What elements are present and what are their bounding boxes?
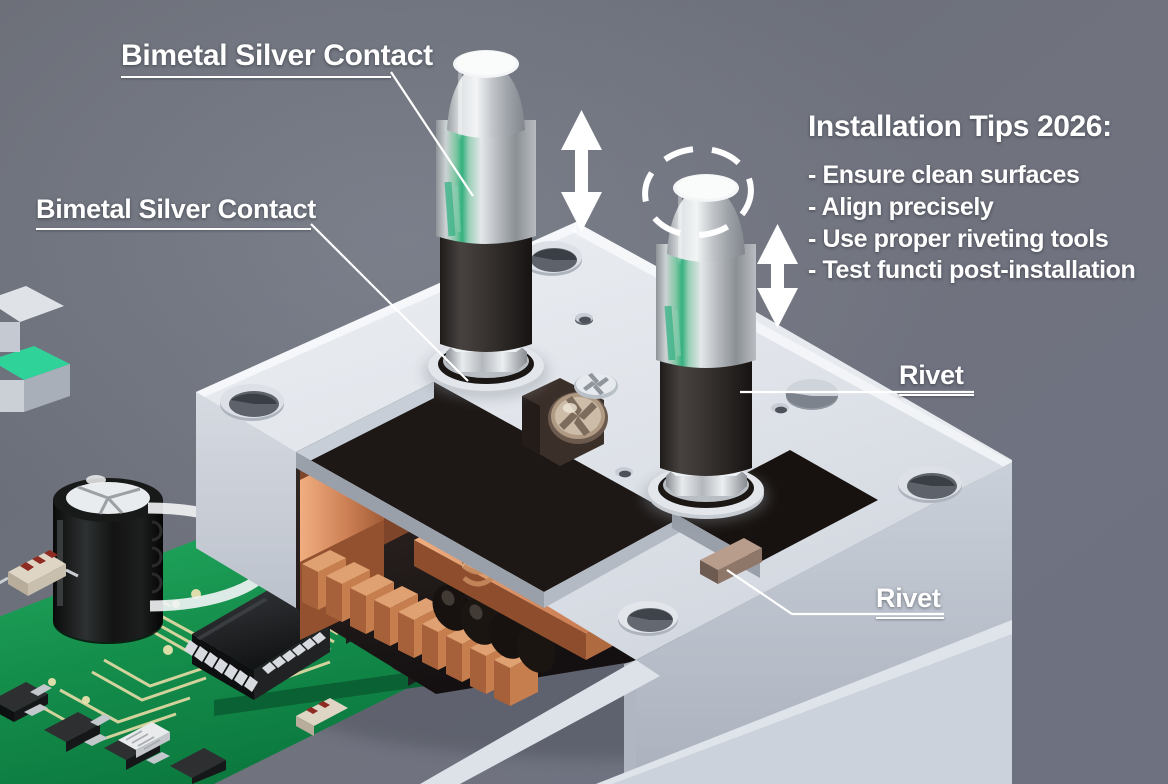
ic-pins: [184, 632, 326, 692]
bimetal-contact-right: [644, 174, 768, 522]
label-underline: [36, 228, 311, 230]
label-bimetal-silver-contact-top: Bimetal Silver Contact: [121, 41, 433, 78]
tip-item: - Ensure clean surfaces: [808, 161, 1080, 189]
label-text: Bimetal Silver Contact: [36, 194, 316, 224]
label-text: Bimetal Silver Contact: [121, 39, 433, 72]
phillips-screw: [522, 373, 618, 466]
resistor-right: [296, 698, 348, 736]
label-bimetal-silver-contact-lower: Bimetal Silver Contact: [36, 196, 316, 230]
dashed-circle-annotation: [642, 145, 754, 239]
installation-tips-panel: Installation Tips 2026: - Ensure clean s…: [808, 110, 1158, 287]
tip-item: - Align precisely: [808, 192, 994, 221]
pcb-offcut-left: [0, 286, 70, 412]
rivet-tab-upper: [785, 379, 838, 410]
capacitor: [53, 475, 277, 644]
resistor-left: [0, 550, 79, 596]
installation-tips-title: Installation Tips 2026:: [808, 110, 1112, 143]
ic-chip: [184, 590, 330, 700]
bimetal-contact-left: [424, 50, 548, 398]
leader-line-contact-lower: [310, 223, 469, 382]
label-underline: [121, 76, 391, 78]
label-underline: [899, 394, 974, 396]
leader-line-rivet-lower: [726, 569, 944, 616]
label-text: Rivet: [899, 360, 964, 390]
motion-arrow-left: [561, 110, 602, 232]
label-rivet-upper: Rivet: [899, 362, 974, 396]
pcb-assembly: [0, 475, 440, 784]
aluminum-housing: [196, 222, 1012, 784]
tip-item: - Test functi post-installation: [808, 256, 1136, 285]
contact-beads: [432, 585, 556, 673]
installation-tips-list: - Ensure clean surfaces - Align precisel…: [808, 160, 1158, 287]
mounting-holes: [220, 241, 962, 636]
leader-line-contact-top: [390, 71, 474, 197]
annotation-overlay: [310, 71, 974, 616]
tip-item: - Use proper riveting tools: [808, 224, 1109, 253]
label-rivet-lower: Rivet: [876, 585, 944, 619]
label-text: Rivet: [876, 583, 941, 613]
rivet-tab-lower: [700, 538, 762, 584]
label-underline: [876, 617, 944, 619]
motion-arrow-right: [757, 224, 798, 328]
